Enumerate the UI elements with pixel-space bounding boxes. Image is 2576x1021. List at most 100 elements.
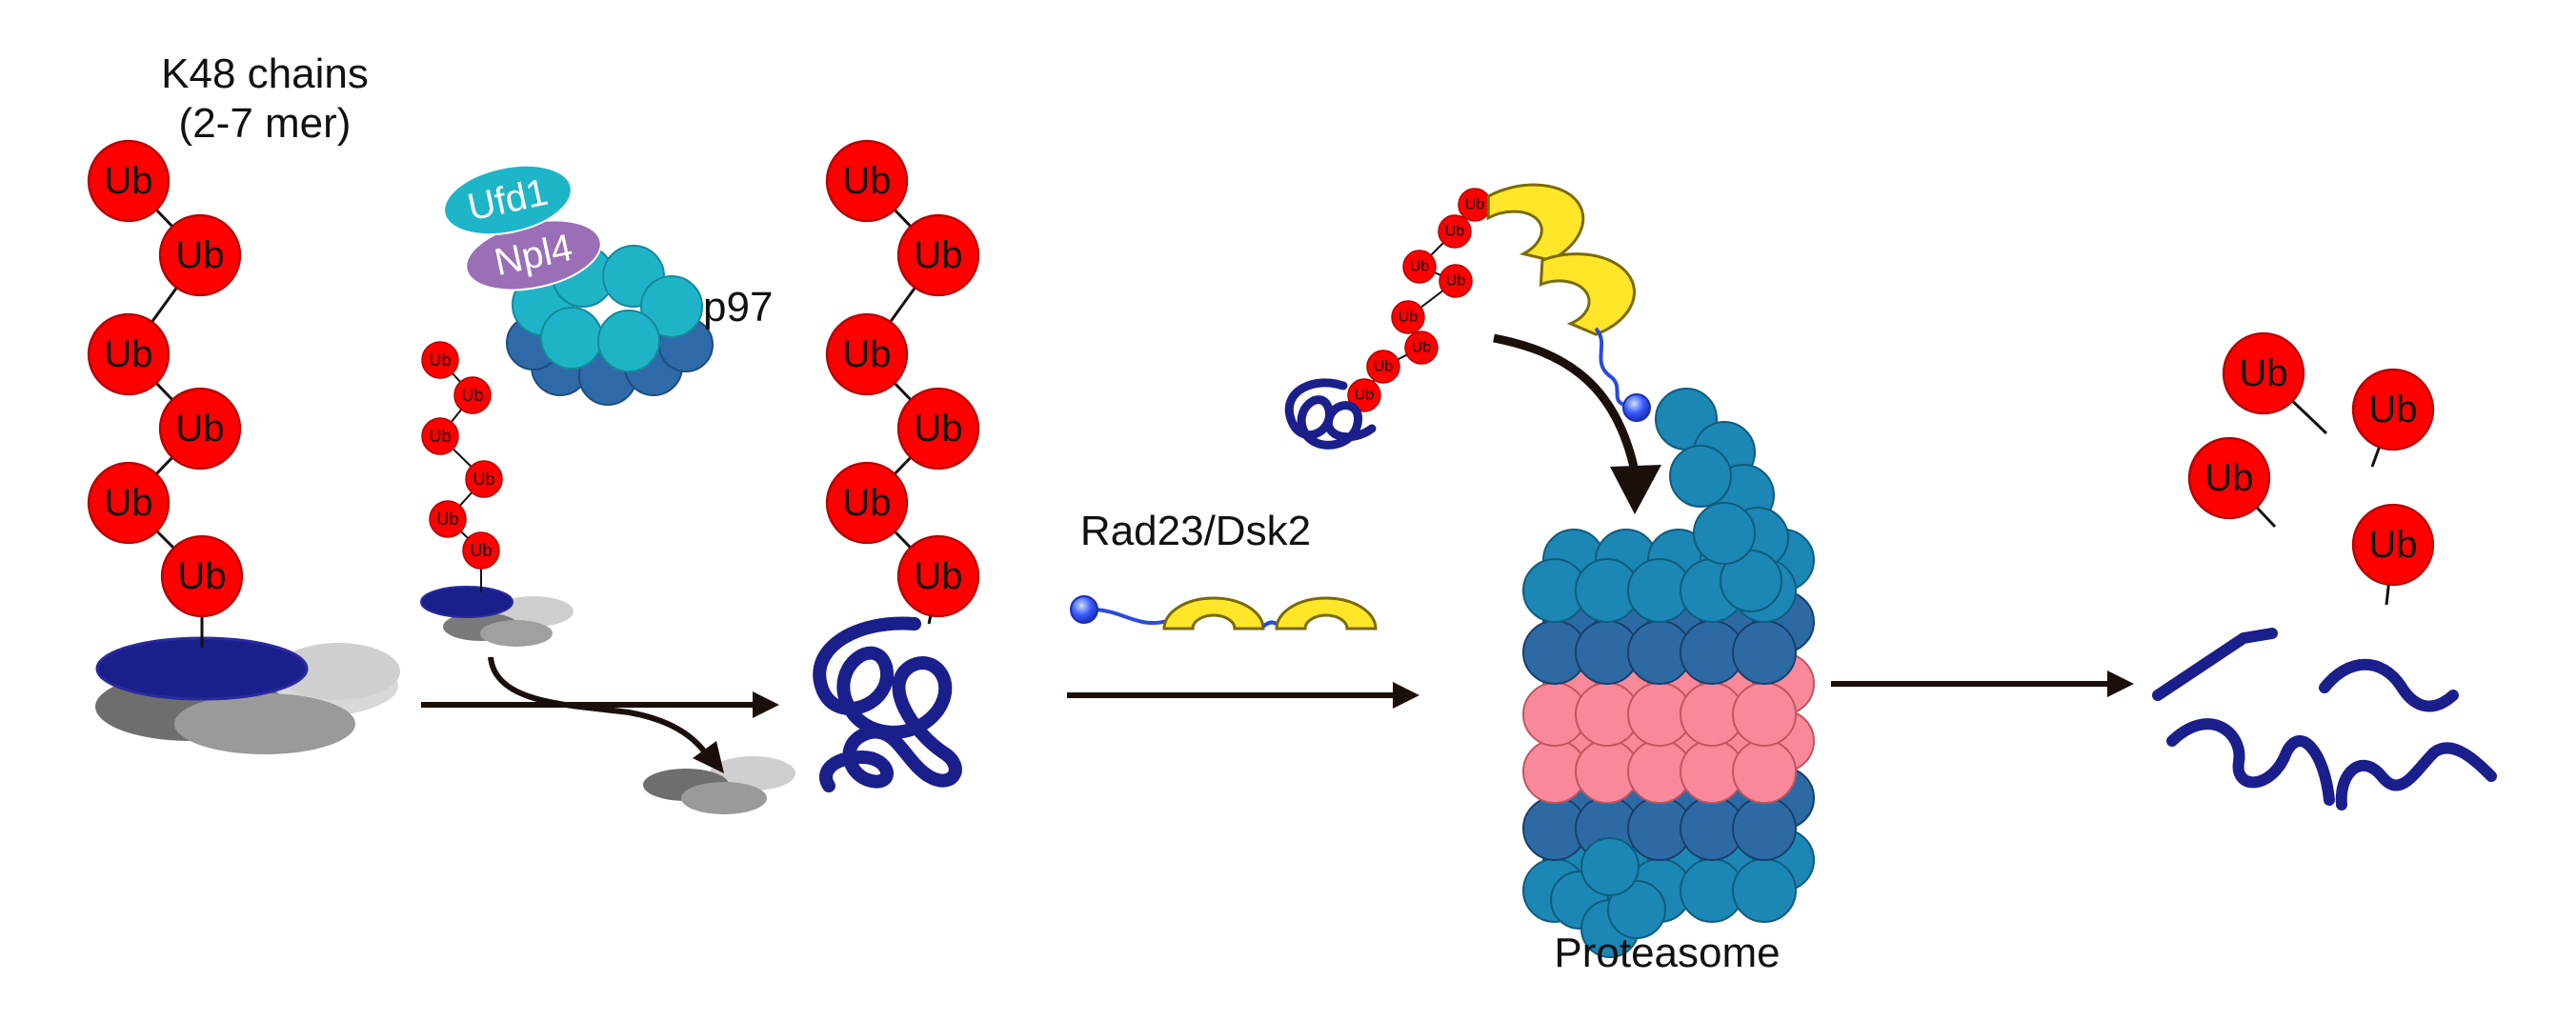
ub-label: Ub xyxy=(914,555,962,597)
ub-label: Ub xyxy=(1465,197,1485,213)
ubiquitin-ball-icon: Ub xyxy=(1366,350,1400,384)
ub-label: Ub xyxy=(842,333,891,375)
small-unfolded-substrate-icon xyxy=(1284,378,1377,450)
ub-label: Ub xyxy=(2239,352,2287,394)
ubiquitin-ball-icon: Ub xyxy=(429,500,467,538)
arrow-release-head xyxy=(693,741,724,773)
ub-label: Ub xyxy=(461,386,483,405)
ubiquitin-ball-icon: Ub xyxy=(160,534,244,618)
ub-label: Ub xyxy=(1446,273,1466,290)
label-k48-length: (2-7 mer) xyxy=(179,100,352,147)
ub-label: Ub xyxy=(429,427,451,446)
released-substrate-disc-icon xyxy=(643,756,795,814)
ub-label: Ub xyxy=(429,350,451,370)
ubiquitin-ball-icon: Ub xyxy=(87,312,171,396)
ubiquitin-ball-icon: Ub xyxy=(1439,264,1473,298)
arrow-release xyxy=(488,656,708,754)
ub-label: Ub xyxy=(2368,524,2417,566)
ubl-domain-icon xyxy=(1622,393,1651,422)
ub-label: Ub xyxy=(842,482,891,524)
ubiquitin-ball-icon: Ub xyxy=(1391,300,1425,334)
recruitment-arrow xyxy=(1493,333,1641,482)
label-p97: p97 xyxy=(703,284,773,330)
substrate-disc-icon xyxy=(95,636,400,754)
arrow-to-proteasome-head xyxy=(1393,682,1419,709)
ub-label: Ub xyxy=(842,160,891,202)
ubiquitin-ball-icon: Ub xyxy=(465,460,503,498)
arrow-to-products-head xyxy=(2107,671,2134,697)
label-shuttle: Rad23/Dsk2 xyxy=(1080,508,1311,554)
label-proteasome: Proteasome xyxy=(1554,930,1780,976)
ub-label: Ub xyxy=(1355,388,1375,404)
ubiquitin-ball-icon: Ub xyxy=(1347,378,1381,412)
proteasome-bottom-tail xyxy=(1550,837,1666,958)
arrow-to-unfolding-head xyxy=(753,691,779,718)
shuttle-protein-icon xyxy=(1070,595,1378,631)
small-substrate-disc-icon xyxy=(420,586,574,647)
ub-label: Ub xyxy=(175,408,224,450)
ub-label: Ub xyxy=(104,333,152,375)
ub-label: Ub xyxy=(104,482,152,524)
bound-shuttle-protein xyxy=(1486,183,1636,407)
ub-label: Ub xyxy=(1445,224,1465,240)
ub-label: Ub xyxy=(436,510,458,529)
npl4-oval: Npl4 xyxy=(465,219,602,291)
ubiquitin-ball-icon: Ub xyxy=(825,312,909,396)
ubiquitin-ball-icon: Ub xyxy=(1404,330,1439,365)
free-ubiquitin-icon: Ub xyxy=(2222,331,2305,415)
ub-label: Ub xyxy=(470,541,492,560)
ubiquitin-ball-icon: Ub xyxy=(158,213,242,297)
ubiquitin-ball-icon: Ub xyxy=(158,387,242,470)
ubiquitin-ball-icon: Ub xyxy=(87,461,171,545)
pathway-arrows xyxy=(421,656,2134,773)
ubiquitin-ball-icon: Ub xyxy=(896,387,980,470)
free-ubiquitin-icon: Ub xyxy=(2351,368,2435,451)
ub-label: Ub xyxy=(177,555,226,597)
ub-label: Ub xyxy=(1412,340,1432,356)
ub-label: Ub xyxy=(104,160,152,202)
ubiquitin-ball-icon: Ub xyxy=(825,461,909,545)
ub-label: Ub xyxy=(473,470,494,489)
proteasome-lower-beta-ring xyxy=(1522,710,1815,804)
ubiquitin-ball-icon: Ub xyxy=(1438,214,1472,249)
ub-label: Ub xyxy=(175,234,224,276)
label-k48-chains: K48 chains xyxy=(161,50,369,97)
ub-label: Ub xyxy=(914,408,962,450)
ufd1-oval: Ufd1 xyxy=(443,164,573,236)
proteasome-lid-arm xyxy=(1655,388,1789,612)
ub-label: Ub xyxy=(2368,389,2417,430)
ubiquitin-ball-icon: Ub xyxy=(421,417,459,455)
proteasome-regulatory-cap xyxy=(1522,529,1815,623)
ubiquitin-ball-icon: Ub xyxy=(825,139,909,223)
ub-label: Ub xyxy=(1399,310,1419,326)
ub-label: Ub xyxy=(2204,457,2253,499)
ubiquitin-ball-icon: Ub xyxy=(87,139,171,223)
ub-label: Ub xyxy=(1374,359,1394,375)
ubiquitin-ball-icon: Ub xyxy=(421,341,459,379)
ubiquitin-ball-icon: Ub xyxy=(896,534,980,618)
free-ubiquitin-icon: Ub xyxy=(2351,503,2435,587)
recruitment-arrowhead xyxy=(1610,465,1661,514)
ubiquitin-ball-icon: Ub xyxy=(1458,188,1492,222)
ubiquitin-ball-icon: Ub xyxy=(462,531,500,570)
proteasome-icon xyxy=(1522,388,1815,958)
ubiquitin-ball-icon: Ub xyxy=(1402,250,1437,284)
ub-label: Ub xyxy=(1410,259,1430,275)
ubiquitin-ball-icon: Ub xyxy=(896,213,980,297)
ubiquitin-ball-icon: Ub xyxy=(453,376,492,414)
ub-label: Ub xyxy=(914,234,962,276)
unfolded-substrate-icon xyxy=(813,616,962,792)
free-ubiquitin-icon: Ub xyxy=(2187,436,2271,520)
